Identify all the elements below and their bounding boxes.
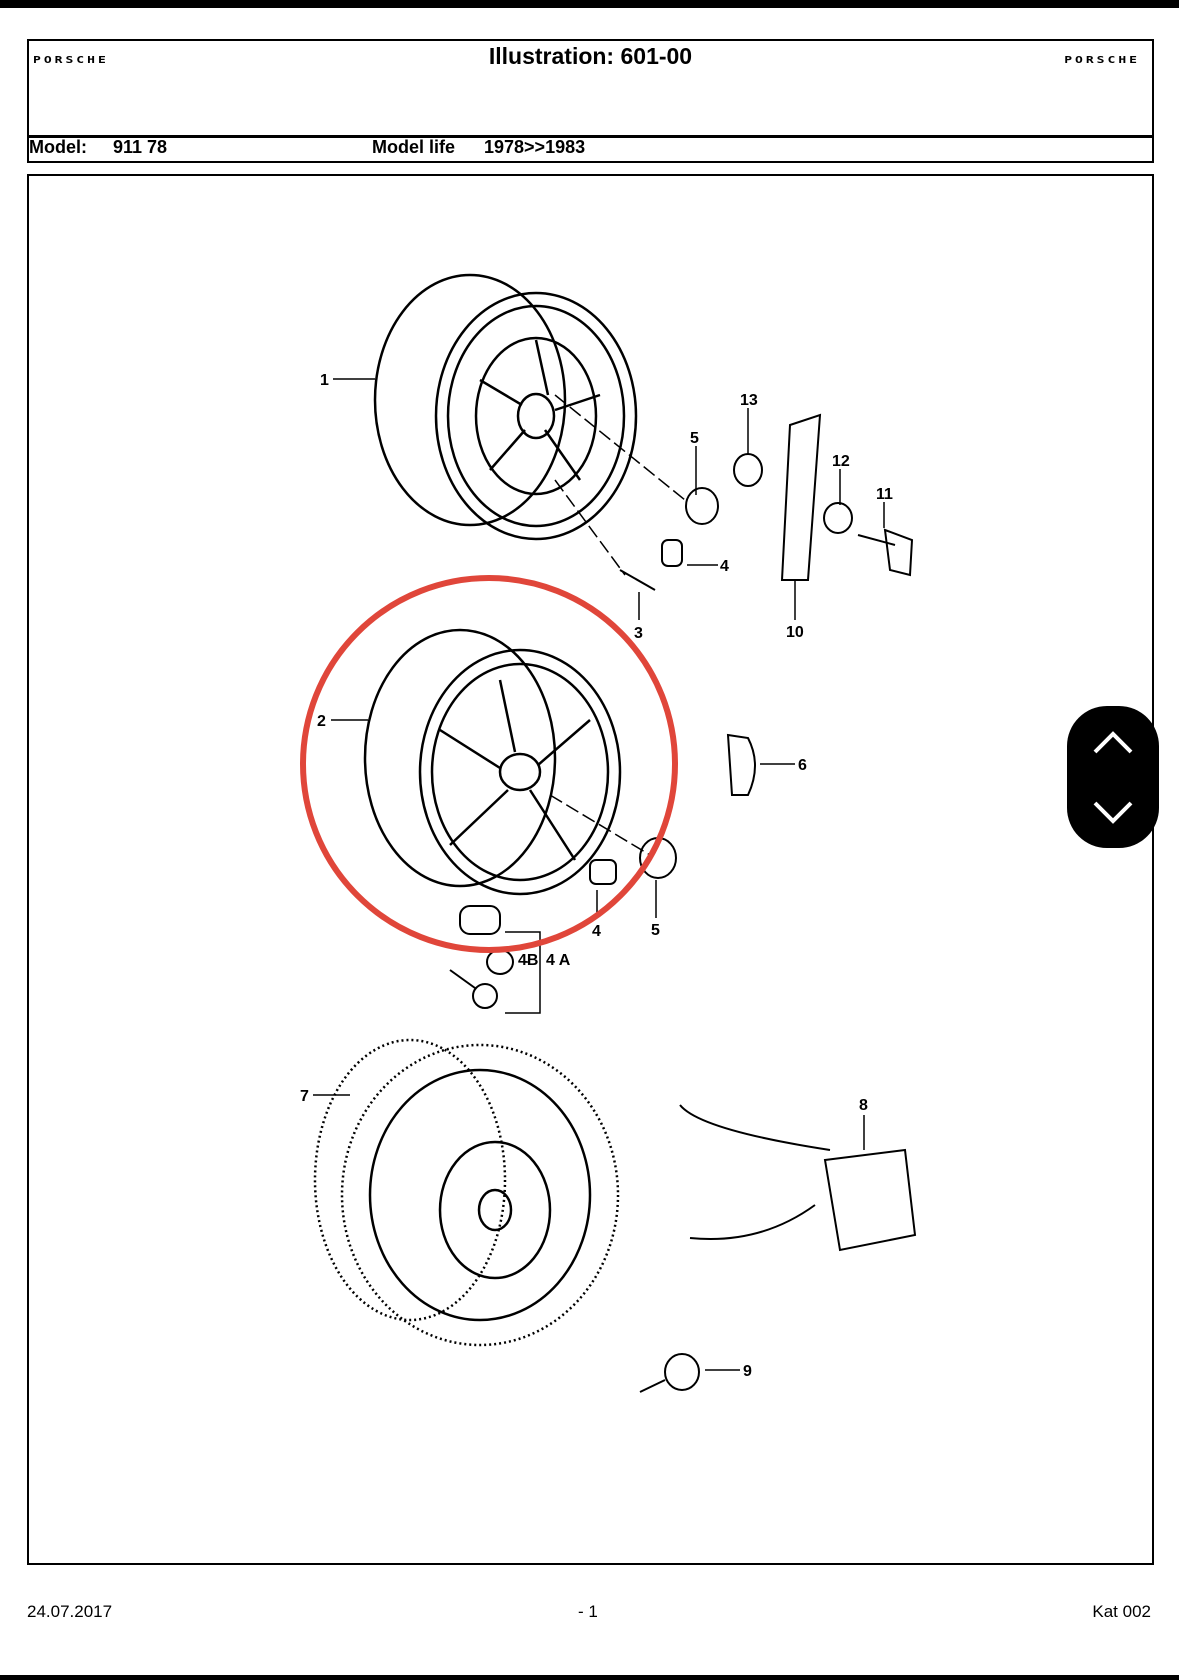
callout-11: 11 <box>876 486 893 503</box>
porsche-logo-right: PORSCHE <box>1064 54 1140 67</box>
callout-4b: 4B <box>518 952 538 969</box>
callout-12: 12 <box>832 453 850 470</box>
model-life-value: 1978>>1983 <box>484 137 586 157</box>
chevron-up-icon <box>1093 731 1133 754</box>
scroll-down-button[interactable] <box>1067 777 1159 848</box>
footer-page-number: - 1 <box>578 1602 598 1621</box>
callout-4: 4 <box>592 923 601 940</box>
callout-3: 3 <box>634 625 643 642</box>
wheel-1 <box>373 273 638 541</box>
wheel-7-tire <box>313 1038 620 1347</box>
callout-4a: 4 A <box>546 952 571 969</box>
page-header: PORSCHE Illustration: 601-00 PORSCHE <box>27 39 1154 138</box>
callout-9: 9 <box>743 1363 752 1380</box>
model-label: Model: <box>29 137 87 157</box>
leader-lines <box>313 378 885 1371</box>
model-life-label: Model life <box>372 137 456 157</box>
wheel-2 <box>363 628 622 896</box>
callout-2: 2 <box>317 713 326 730</box>
callout-6: 6 <box>798 757 807 774</box>
page-scroll-control <box>1067 706 1159 848</box>
callout-5: 5 <box>651 922 660 939</box>
footer-date: 24.07.2017 <box>27 1602 113 1621</box>
highlight-circle <box>300 575 678 953</box>
callout-8: 8 <box>859 1097 868 1114</box>
page-title: Illustration: 601-00 <box>488 43 693 69</box>
model-value: 911 78 <box>113 137 168 157</box>
footer-catalog: Kat 002 <box>1092 1602 1151 1621</box>
bottom-bar <box>0 1675 1179 1680</box>
callout-10: 10 <box>786 624 804 641</box>
model-row: Model: 911 78 Model life 1978>>1983 <box>27 135 1154 163</box>
small-parts <box>449 413 917 1393</box>
porsche-logo-left: PORSCHE <box>33 54 109 67</box>
callout-1: 1 <box>320 372 329 389</box>
illustration-frame <box>27 174 1154 1565</box>
callout-7: 7 <box>300 1088 309 1105</box>
chevron-down-icon <box>1093 801 1133 824</box>
callout-5: 5 <box>690 430 699 447</box>
callout-4: 4 <box>720 558 729 575</box>
top-bar <box>0 0 1179 8</box>
scroll-up-button[interactable] <box>1067 706 1159 777</box>
callout-13: 13 <box>740 392 758 409</box>
